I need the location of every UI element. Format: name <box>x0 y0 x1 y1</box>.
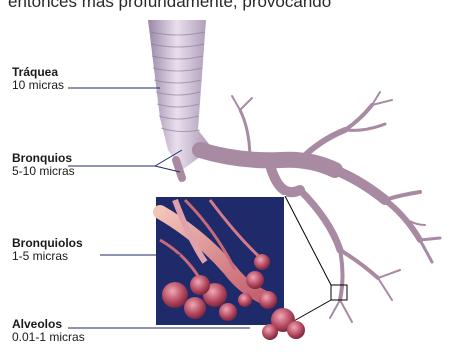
trachea-label: Tráquea 10 micras <box>12 66 64 92</box>
zoom-indicator <box>285 196 347 326</box>
alveoli-label: Alveolos 0.01-1 micras <box>12 318 85 344</box>
bronchi-label: Bronquios 5-10 micras <box>12 152 75 178</box>
bronchi-size: 5-10 micras <box>12 165 75 178</box>
alveoli-size: 0.01-1 micras <box>12 331 85 344</box>
bronchioles-label: Bronquiolos 1-5 micras <box>12 237 83 263</box>
bronchiole-inset <box>155 196 285 326</box>
trachea-size: 10 micras <box>12 79 64 92</box>
bronchioles-size: 1-5 micras <box>12 250 83 263</box>
